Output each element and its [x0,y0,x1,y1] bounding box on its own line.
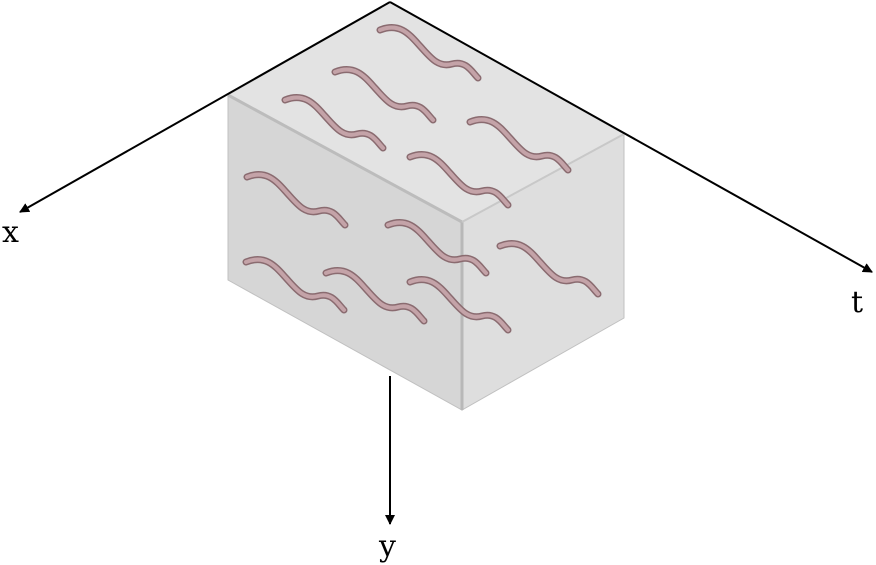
wavy-worm-icon [498,241,600,296]
t-axis-label: t [851,285,863,320]
wavy-worm-icon [333,67,435,122]
wavy-worm-icon [408,277,510,332]
cube-top-left-edge [227,93,463,224]
x-axis-label: x [2,215,19,250]
cube [226,1,626,411]
wavy-worm-icon [245,172,347,227]
wavy-worm-icon [283,95,385,150]
y-axis-label: y [378,529,396,564]
wavy-worm-icon [378,25,480,80]
wavy-worm-icon [386,220,488,275]
cube-top-right-edge [461,133,625,223]
x-axis-line [19,1,391,213]
wavy-worm-icon [244,257,346,312]
worms-group [242,24,602,334]
wavy-worm-icon [408,152,510,207]
t-axis-line [389,1,873,273]
wavy-worm-icon [468,117,570,172]
wavy-worm-icon [324,268,426,323]
